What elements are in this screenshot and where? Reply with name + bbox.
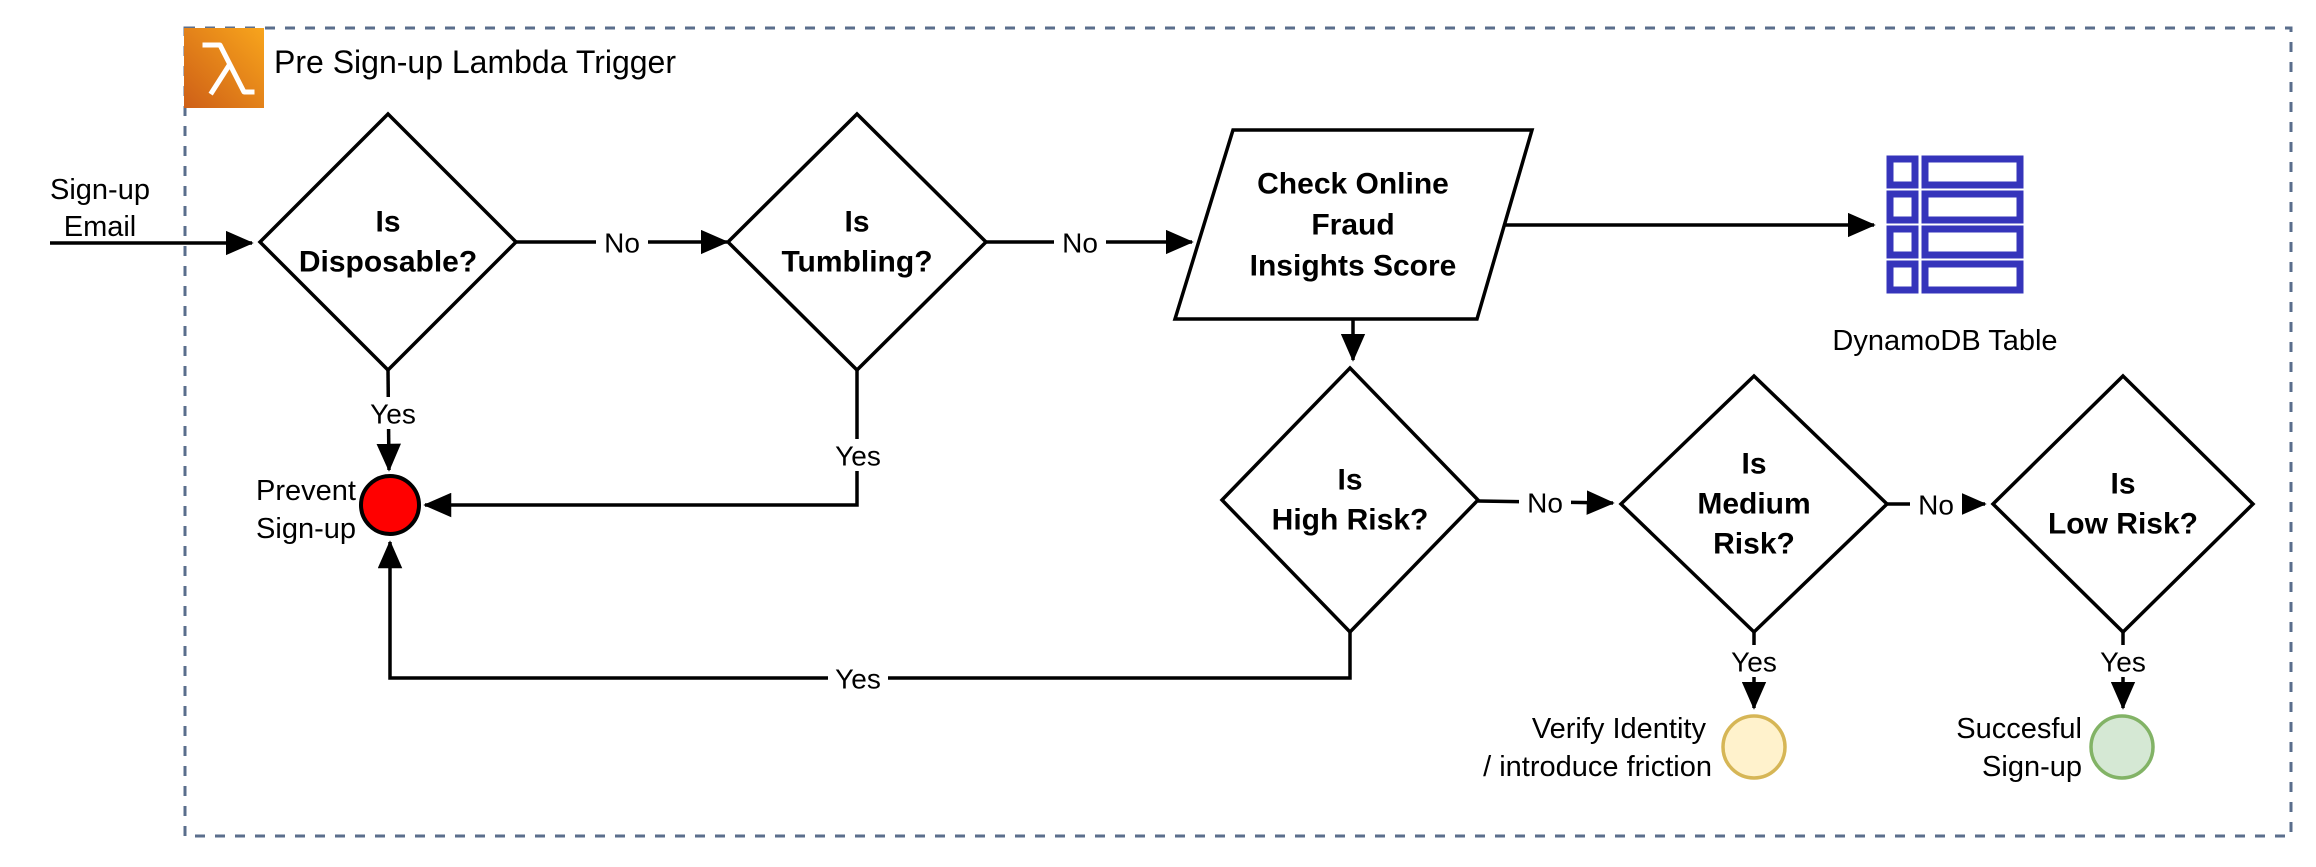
decision-is-disposable-text1: Is	[375, 206, 400, 239]
aws-lambda-icon	[184, 28, 264, 108]
decision-is-disposable-text2: Disposable?	[299, 246, 477, 279]
successful-signup-terminator: Succesful Sign-up	[1956, 713, 2155, 783]
decision-is-high-risk-text2: High Risk?	[1272, 504, 1429, 537]
decision-is-medium-risk-text1: Is	[1741, 448, 1766, 481]
flow-arrow-tumbling-no: No	[986, 226, 1194, 259]
edge-label-disposable-yes: Yes	[370, 399, 416, 430]
flow-arrow-medium-risk-no: No	[1887, 488, 1987, 521]
flow-arrow-disposable-no: No	[516, 226, 729, 259]
edge-label-medium-risk-no: No	[1918, 490, 1954, 521]
process-check-fraud-text1: Check Online	[1257, 168, 1449, 201]
dynamodb-cell	[1921, 225, 2024, 259]
process-check-fraud-text2: Fraud	[1311, 209, 1394, 242]
prevent-signup-label-line2: Sign-up	[256, 513, 356, 545]
flow-arrow-disposable-yes: Yes	[363, 369, 423, 472]
label-bg	[1724, 645, 1784, 677]
label-bg	[1054, 226, 1106, 258]
flow-line-high-risk-yes	[377, 540, 1352, 680]
label-bg	[2093, 645, 2153, 677]
decision-is-medium-risk: Is Medium Risk?	[1618, 373, 1890, 635]
decision-is-low-risk-text2: Low Risk?	[2048, 508, 2198, 541]
decision-is-tumbling-shape	[725, 111, 989, 373]
dynamodb-cell	[1921, 260, 2024, 294]
process-check-fraud-text3: Insights Score	[1250, 250, 1457, 283]
decision-is-tumbling-text2: Tumbling?	[781, 246, 932, 279]
decision-is-disposable: Is Disposable?	[257, 111, 519, 373]
prevent-signup-label-line1: Prevent	[256, 475, 356, 507]
flow-arrow-high-risk-no: No	[1477, 486, 1615, 519]
verify-identity-label-line2: / introduce friction	[1483, 751, 1712, 783]
flow-arrow-medium-risk-yes: Yes	[1724, 632, 1784, 710]
prevent-signup-terminator: Prevent Sign-up	[256, 474, 421, 545]
process-check-fraud-score-shape	[1172, 128, 1535, 321]
process-check-fraud-score: Check Online Fraud Insights Score	[1172, 128, 1535, 321]
lambda-glyph-leg	[208, 63, 232, 96]
decision-is-medium-risk-text2: Medium	[1697, 488, 1810, 521]
decision-is-high-risk-text1: Is	[1337, 464, 1362, 497]
label-bg	[1519, 486, 1571, 518]
dynamodb-cell	[1886, 155, 1919, 189]
verify-identity-terminator: Verify Identity / introduce friction	[1483, 713, 1787, 783]
dynamodb-cell	[1886, 260, 1919, 294]
decision-is-tumbling: Is Tumbling?	[725, 111, 989, 373]
label-bg	[1910, 488, 1962, 520]
lambda-glyph-main	[202, 42, 255, 95]
flow-arrow-high-risk-yes: Yes	[377, 540, 1352, 695]
stop-circle-icon	[359, 474, 421, 536]
dynamodb-table-icon	[1886, 155, 2024, 294]
label-bg	[363, 397, 423, 429]
successful-signup-label-line2: Sign-up	[1982, 751, 2082, 783]
successful-signup-label-line1: Succesful	[1956, 713, 2082, 745]
edge-label-disposable-no: No	[604, 228, 640, 259]
flow-arrow-tumbling-yes: Yes	[423, 370, 888, 518]
edge-label-high-risk-yes: Yes	[835, 664, 881, 695]
caution-circle-icon	[1721, 714, 1787, 780]
decision-is-high-risk-shape	[1219, 365, 1481, 635]
decision-is-medium-risk-text3: Risk?	[1713, 528, 1795, 561]
label-bg	[596, 226, 648, 258]
label-bg	[828, 662, 888, 694]
lambda-trigger-boundary	[183, 26, 2293, 838]
edge-label-low-risk-yes: Yes	[2100, 647, 2146, 678]
flow-line-tumbling-yes	[423, 370, 859, 518]
dynamodb-cell	[1886, 225, 1919, 259]
decision-is-high-risk: Is High Risk?	[1219, 365, 1481, 635]
edge-label-tumbling-no: No	[1062, 228, 1098, 259]
diagram-title: Pre Sign-up Lambda Trigger	[274, 44, 676, 80]
flow-arrow-low-risk-yes: Yes	[2093, 632, 2153, 710]
lambda-icon-background	[184, 28, 264, 108]
signup-email-input: Sign-up Email	[50, 174, 254, 256]
dynamodb-cell	[1886, 190, 1919, 224]
dynamodb-cell	[1921, 155, 2024, 189]
signup-email-label-line2: Email	[64, 211, 137, 243]
edge-label-tumbling-yes: Yes	[835, 441, 881, 472]
decision-is-low-risk-text1: Is	[2110, 468, 2135, 501]
decision-is-tumbling-text1: Is	[844, 206, 869, 239]
success-circle-icon	[2089, 714, 2155, 780]
signup-email-label-line1: Sign-up	[50, 174, 150, 206]
decision-is-disposable-shape	[257, 111, 519, 373]
dynamodb-cell	[1921, 190, 2024, 224]
decision-is-low-risk: Is Low Risk?	[1990, 373, 2256, 635]
edge-label-medium-risk-yes: Yes	[1731, 647, 1777, 678]
dynamodb-table-label: DynamoDB Table	[1832, 325, 2057, 357]
verify-identity-label-line1: Verify Identity	[1532, 713, 1707, 745]
label-bg	[828, 439, 888, 471]
edge-label-high-risk-no: No	[1527, 488, 1563, 519]
decision-is-low-risk-shape	[1990, 373, 2256, 635]
